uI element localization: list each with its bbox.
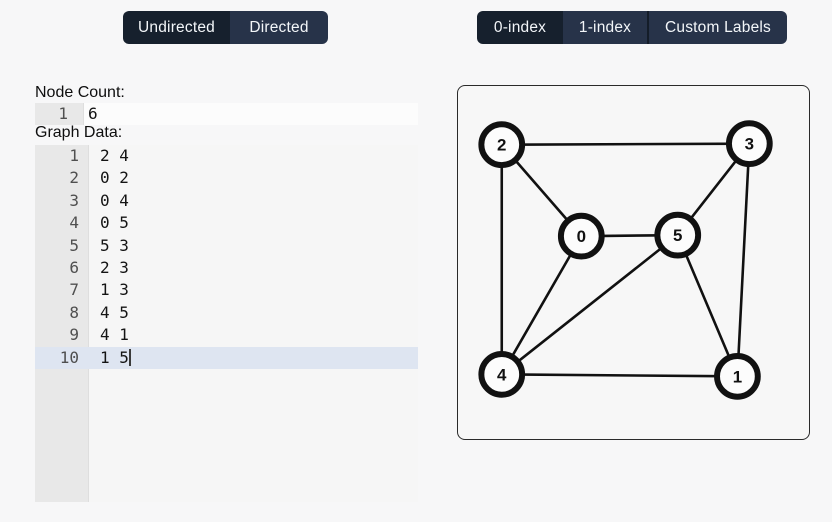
line-content[interactable]: 4 5 <box>100 302 129 322</box>
node-label: 3 <box>745 135 754 154</box>
line-content[interactable]: 4 1 <box>100 325 129 345</box>
graph-data-label: Graph Data: <box>35 124 123 141</box>
undirected-button[interactable]: Undirected <box>123 11 230 44</box>
line-content[interactable]: 6 <box>88 104 98 123</box>
line-content[interactable]: 1 5 <box>100 347 131 367</box>
editor-line[interactable]: 5 5 3 <box>35 235 418 257</box>
graph-edge-1-5 <box>676 233 739 378</box>
graph-node-3[interactable]: 3 <box>725 120 773 168</box>
line-number: 10 <box>59 347 79 367</box>
editor-line[interactable]: 10 1 5 <box>35 346 418 369</box>
line-number: 7 <box>69 280 79 300</box>
line-number: 3 <box>69 190 79 210</box>
index-toggle: 0-index 1-index Custom Labels <box>477 11 787 44</box>
line-number: 1 <box>69 146 79 165</box>
text-cursor <box>128 348 131 366</box>
editor-line[interactable]: 2 0 2 <box>35 167 418 189</box>
line-content[interactable]: 0 4 <box>100 190 129 210</box>
node-label: 1 <box>733 367 742 386</box>
node-circle[interactable] <box>478 121 526 169</box>
graph-edge-4-1 <box>500 373 739 378</box>
graph-svg: 2 3 0 5 4 1 <box>478 120 773 400</box>
editor-line[interactable]: 9 4 1 <box>35 324 418 346</box>
directed-button[interactable]: Directed <box>230 11 328 44</box>
line-number: 4 <box>69 213 79 233</box>
graph-data-editor[interactable]: 1 2 4 2 0 2 3 0 4 4 0 5 5 5 3 6 2 3 7 1 3 8 4 5 9 4 1 10 1 … <box>35 145 418 502</box>
line-number-gutter <box>35 145 89 502</box>
graph-node-2[interactable]: 2 <box>478 121 526 169</box>
node-label: 4 <box>497 365 507 384</box>
node-circle[interactable] <box>557 212 605 260</box>
node-circle[interactable] <box>714 352 761 400</box>
graph-node-5[interactable]: 5 <box>654 211 702 259</box>
editor-line[interactable]: 7 1 3 <box>35 279 418 301</box>
graph-edge-2-3 <box>500 142 751 146</box>
editor-line[interactable]: 4 0 5 <box>35 212 418 234</box>
line-content[interactable]: 0 5 <box>100 213 129 233</box>
node-count-label: Node Count: <box>35 84 125 101</box>
graph-node-4[interactable]: 4 <box>478 350 526 398</box>
line-content[interactable]: 1 3 <box>100 280 129 300</box>
line-number: 2 <box>69 168 79 188</box>
graph-edge-0-4 <box>500 234 583 376</box>
node-label: 2 <box>497 136 506 155</box>
graph-edge-4-5 <box>500 233 680 376</box>
editor-line[interactable]: 3 0 4 <box>35 190 418 212</box>
graph-edge-1-3 <box>736 142 751 378</box>
zero-index-button[interactable]: 0-index <box>477 11 563 44</box>
graph-node-0[interactable]: 0 <box>557 212 605 260</box>
line-number: 8 <box>69 302 79 322</box>
line-number-gutter <box>35 103 84 125</box>
node-circle[interactable] <box>725 120 773 168</box>
graph-node-1[interactable]: 1 <box>714 352 761 400</box>
line-number: 5 <box>69 235 79 255</box>
line-number: 9 <box>69 325 79 345</box>
line-number: 6 <box>69 257 79 277</box>
line-content[interactable]: 5 3 <box>100 235 129 255</box>
node-circle[interactable] <box>654 211 702 259</box>
node-label: 0 <box>577 227 586 246</box>
one-index-button[interactable]: 1-index <box>563 11 647 44</box>
editor-line[interactable]: 8 4 5 <box>35 302 418 324</box>
line-content[interactable]: 2 3 <box>100 257 129 277</box>
editor-line[interactable]: 6 2 3 <box>35 257 418 279</box>
node-label: 5 <box>673 226 682 245</box>
node-circle[interactable] <box>478 350 526 398</box>
line-content[interactable]: 0 2 <box>100 168 129 188</box>
editor-line[interactable]: 1 2 4 <box>35 145 418 167</box>
graph-canvas-panel: 2 3 0 5 4 1 <box>457 85 810 440</box>
line-number: 1 <box>58 104 68 123</box>
custom-labels-button[interactable]: Custom Labels <box>647 11 787 44</box>
line-content[interactable]: 2 4 <box>100 146 129 165</box>
direction-toggle: Undirected Directed <box>123 11 328 44</box>
